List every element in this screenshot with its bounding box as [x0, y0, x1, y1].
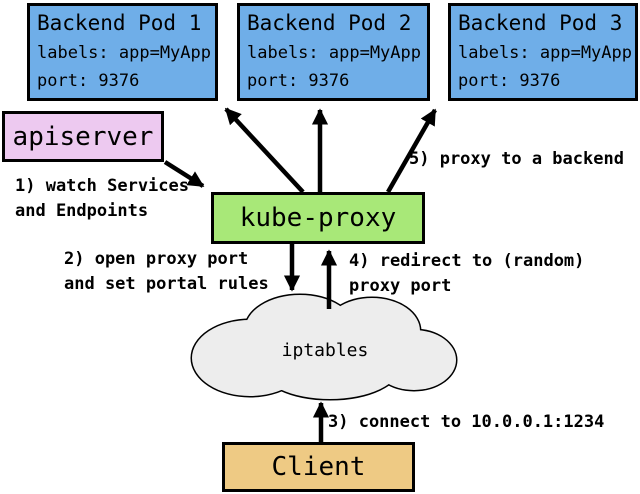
backend-pod-3-box: Backend Pod 3 labels: app=MyApp port: 93…	[448, 3, 638, 101]
step-3-label: 3) connect to 10.0.0.1:1234	[328, 412, 605, 432]
pod-3-labels: labels: app=MyApp	[458, 43, 632, 63]
kube-proxy-box: kube-proxy	[211, 192, 425, 244]
step-2-label: 2) open proxy port and set portal rules	[64, 249, 269, 294]
pod-1-labels: labels: app=MyApp	[37, 43, 211, 63]
pod-1-port: port: 9376	[37, 71, 140, 91]
backend-pod-1-box: Backend Pod 1 labels: app=MyApp port: 93…	[27, 3, 218, 101]
apiserver-box: apiserver	[2, 111, 164, 162]
pod-3-title: Backend Pod 3	[458, 11, 623, 35]
backend-pod-2-box: Backend Pod 2 labels: app=MyApp port: 93…	[237, 3, 430, 101]
step-1-label: 1) watch Services and Endpoints	[15, 176, 189, 221]
arrow-apiserver-to-kubeproxy	[163, 160, 205, 188]
pod-2-port: port: 9376	[247, 71, 350, 91]
kube-proxy-label: kube-proxy	[239, 203, 397, 233]
step-4-label: 4) redirect to (random) proxy port	[349, 251, 585, 296]
pod-3-port: port: 9376	[458, 71, 561, 91]
iptables-cloud	[190, 293, 458, 401]
pod-2-title: Backend Pod 2	[247, 11, 412, 35]
pod-1-title: Backend Pod 1	[37, 11, 202, 35]
apiserver-label: apiserver	[12, 121, 154, 152]
arrows	[163, 107, 437, 442]
iptables-label: iptables	[281, 340, 369, 361]
arrow-kubeproxy-to-pod1	[224, 107, 305, 194]
arrow-kubeproxy-to-pod3	[386, 108, 437, 194]
step-5-label: 5) proxy to a backend	[409, 149, 624, 169]
client-box: Client	[222, 442, 415, 492]
client-label: Client	[271, 452, 366, 482]
pod-2-labels: labels: app=MyApp	[247, 43, 421, 63]
